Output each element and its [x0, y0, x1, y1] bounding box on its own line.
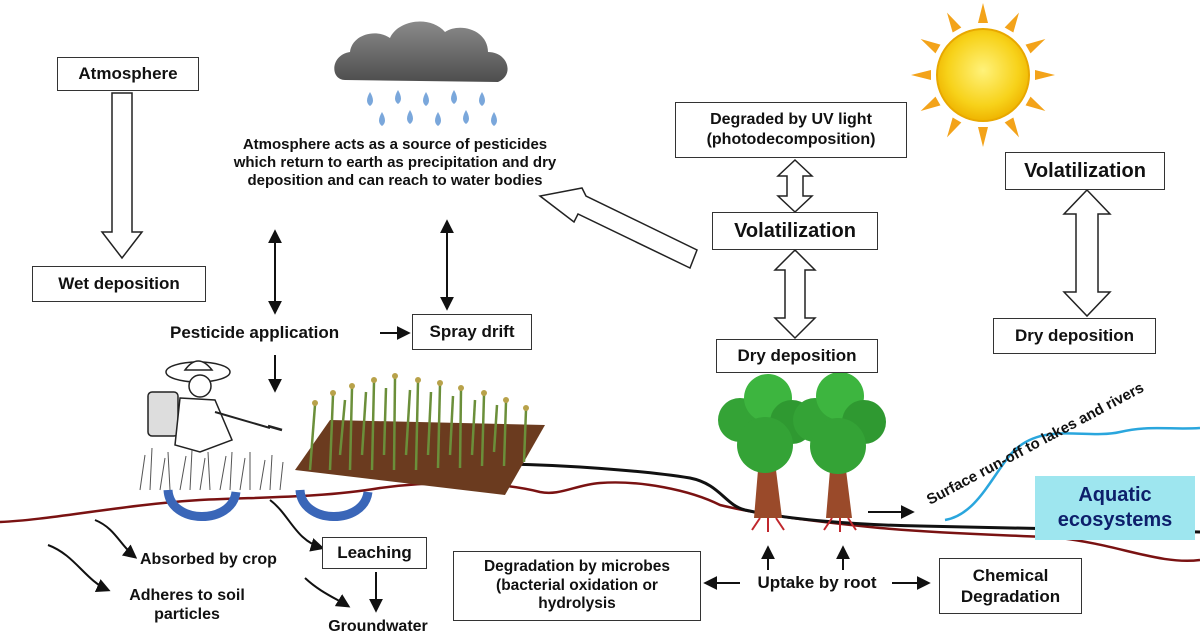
- aquatic-ecosystems-box: Aquatic ecosystems: [1035, 476, 1195, 540]
- leaching-curve-arrow: [269, 499, 325, 552]
- crop-field-icon: [295, 373, 545, 495]
- wet-deposition-box: Wet deposition: [32, 266, 206, 302]
- leaching-label: Leaching: [337, 543, 412, 562]
- tree-icon: [793, 372, 886, 532]
- volatilization-right-box: Volatilization: [1005, 152, 1165, 190]
- volatilization-center-box: Volatilization: [712, 212, 878, 250]
- farmer-sprayer-icon: [139, 360, 284, 491]
- groundwater-label: Groundwater: [328, 618, 428, 635]
- volatilization-right-label: Volatilization: [1024, 159, 1146, 182]
- atmosphere-note: Atmosphere acts as a source of pesticide…: [233, 136, 557, 189]
- tree-icon: [718, 374, 814, 532]
- microbial-degradation-label: Degradation by microbes (bacterial oxida…: [483, 558, 671, 613]
- adheres-curve-arrow: [47, 544, 111, 592]
- chemical-degradation-box: Chemical Degradation: [939, 558, 1082, 614]
- absorption-arcs: [163, 489, 373, 521]
- atmosphere-box: Atmosphere: [57, 57, 199, 91]
- volatilization-center-label: Volatilization: [734, 219, 856, 242]
- spray-drift-label: Spray drift: [429, 322, 515, 341]
- volatilization-dry-double-arrow: [773, 248, 817, 340]
- volatilization-to-atmosphere-arrow: [538, 187, 698, 270]
- absorbed-by-crop-label: Absorbed by crop: [140, 551, 277, 568]
- chemical-degradation-label: Chemical Degradation: [960, 565, 1061, 606]
- aquatic-ecosystems-label: Aquatic ecosystems: [1057, 484, 1173, 531]
- water-line: [944, 426, 1200, 522]
- pesticide-application-label: Pesticide application: [170, 323, 340, 342]
- microbial-degradation-box: Degradation by microbes (bacterial oxida…: [453, 551, 701, 621]
- groundwater-curve-arrow: [304, 577, 351, 608]
- rain-cloud-icon: [334, 21, 508, 126]
- soil-surface-line: [0, 481, 1200, 562]
- uv-degradation-box: Degraded by UV light (photodecomposition…: [675, 102, 907, 158]
- adheres-to-soil-label: Adheres to soil particles: [129, 587, 245, 624]
- sun-icon: [911, 3, 1055, 147]
- leaching-box: Leaching: [322, 537, 427, 569]
- right-volatilization-dry-double-arrow: [1062, 188, 1112, 318]
- dry-deposition-center-label: Dry deposition: [737, 346, 857, 365]
- dry-deposition-right-label: Dry deposition: [1014, 326, 1134, 345]
- wet-deposition-label: Wet deposition: [58, 274, 180, 293]
- dry-deposition-right-box: Dry deposition: [993, 318, 1156, 354]
- atmosphere-label: Atmosphere: [78, 64, 178, 83]
- absorbed-curve-arrow: [94, 519, 138, 559]
- uv-degradation-label: Degraded by UV light (photodecomposition…: [706, 111, 876, 148]
- dry-deposition-center-box: Dry deposition: [716, 339, 878, 373]
- atmosphere-to-wet-arrow: [100, 92, 144, 260]
- spray-drift-box: Spray drift: [412, 314, 532, 350]
- uptake-by-root-label: Uptake by root: [757, 573, 877, 592]
- uv-volatilization-double-arrow: [776, 158, 814, 214]
